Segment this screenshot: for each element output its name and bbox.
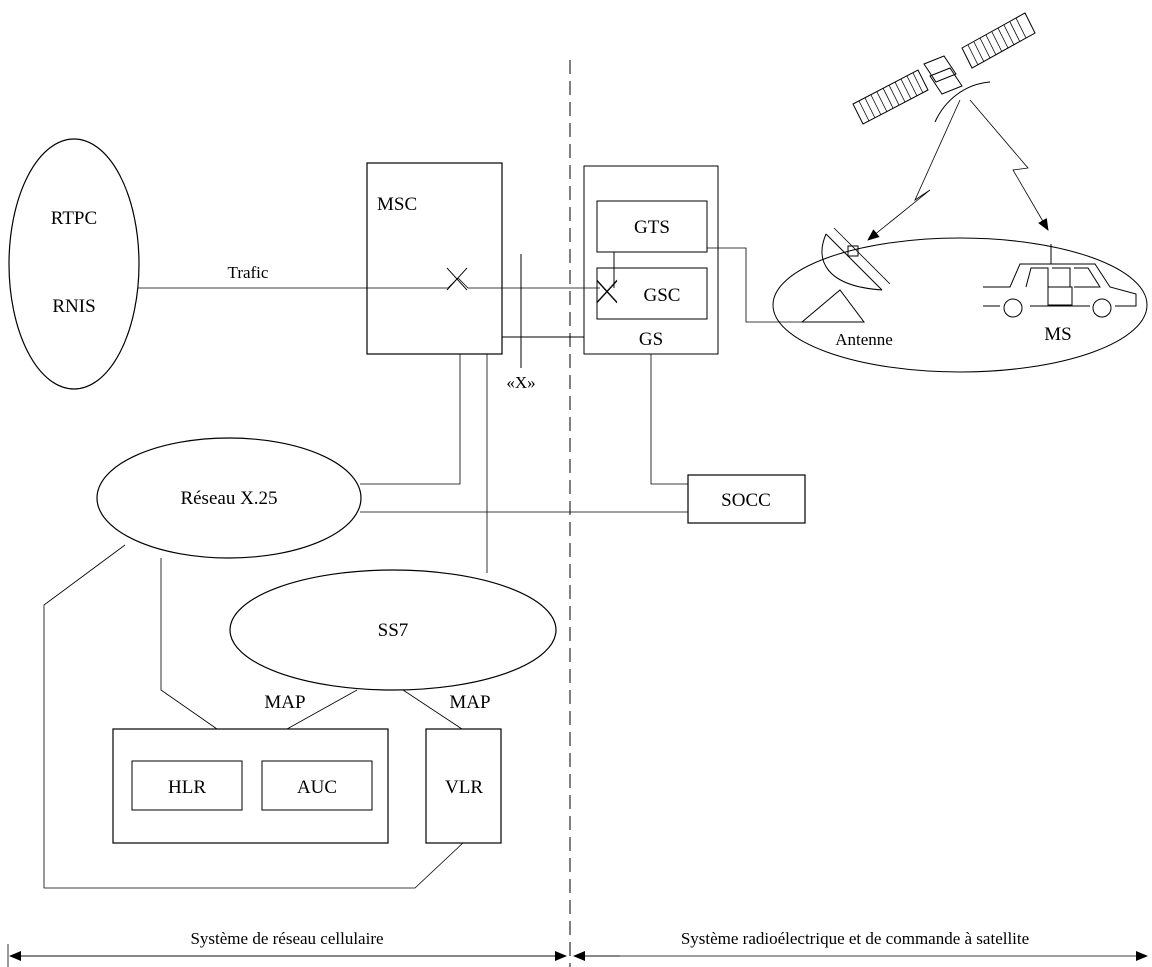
satellite-to-ms-signal — [969, 99, 1049, 231]
hlr-label: HLR — [168, 777, 206, 798]
gs-socc-link — [650, 354, 688, 485]
trafic-label: Trafic — [228, 263, 269, 282]
x-interface-label: «X» — [506, 373, 535, 392]
antenne-label: Antenne — [835, 330, 893, 349]
vlr-box — [425, 728, 502, 844]
coverage-area — [772, 237, 1148, 373]
map-left-label: MAP — [264, 692, 305, 713]
auc-label: AUC — [297, 777, 337, 798]
car-icon — [983, 244, 1137, 318]
gsc-box — [596, 267, 708, 320]
socc-label: SOCC — [721, 490, 771, 511]
msc-box — [366, 162, 503, 355]
ms-label: MS — [1044, 324, 1071, 345]
reseau-x25-network — [96, 437, 362, 559]
x25-hlr-link — [160, 558, 218, 730]
hlr-box — [131, 760, 243, 811]
gts-label: GTS — [634, 217, 670, 238]
ss7-hlr-map-link — [286, 689, 358, 730]
right-system-label: Système radioélectrique et de commande à… — [681, 929, 1029, 948]
vlr-label: VLR — [445, 777, 483, 798]
ss7-vlr-map-link — [402, 689, 463, 730]
msc-cross-overlay-2 — [446, 267, 468, 291]
socc-box — [687, 474, 806, 524]
gts-antenna-link — [707, 247, 822, 323]
gsc-label: GSC — [644, 285, 681, 306]
msc-x25-link — [360, 354, 461, 485]
auc-box — [261, 760, 373, 811]
satellite-icon — [852, 12, 1036, 125]
satellite-to-antenna-signal — [867, 99, 961, 241]
reseau-x25-label: Réseau X.25 — [180, 488, 277, 509]
gs-label: GS — [639, 329, 663, 350]
antenna-icon — [800, 227, 891, 323]
rnis-label: RNIS — [52, 296, 95, 317]
map-right-label: MAP — [449, 692, 490, 713]
rtpc-rnis-network — [8, 138, 140, 390]
msc-label: MSC — [377, 194, 417, 215]
ss7-network — [229, 569, 557, 691]
ss7-label: SS7 — [378, 620, 409, 641]
hlr-auc-container — [112, 728, 389, 844]
rtpc-label: RTPC — [51, 208, 97, 229]
gsc-cross-overlay-2 — [596, 280, 618, 304]
left-system-label: Système de réseau cellulaire — [190, 929, 383, 948]
x25-vlr-link — [43, 544, 465, 889]
gts-box — [596, 200, 708, 253]
gs-box — [583, 165, 719, 355]
